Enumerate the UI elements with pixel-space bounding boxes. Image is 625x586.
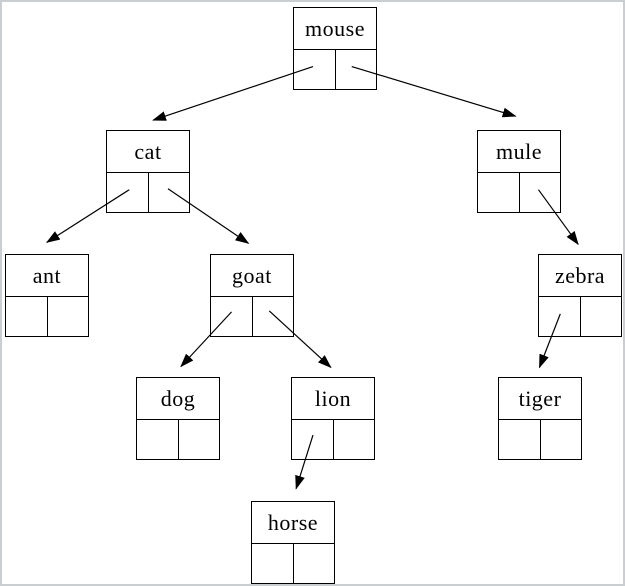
tree-node-label: horse [252, 502, 334, 544]
tree-node-ant: ant [5, 254, 89, 337]
tree-node-dog: dog [136, 377, 220, 460]
tree-node-lion: lion [291, 377, 375, 460]
mouse-left-pointer-cell [294, 50, 336, 89]
tree-node-pointer-cells [294, 50, 376, 89]
tree-node-cat: cat [106, 130, 190, 213]
tree-node-pointer-cells [107, 173, 189, 212]
mouse-right-pointer-cell [336, 50, 377, 89]
tree-node-label: cat [107, 131, 189, 173]
tree-node-pointer-cells [6, 297, 88, 336]
tree-node-pointer-cells [292, 420, 374, 459]
tree-node-label: dog [137, 378, 219, 420]
tiger-left-pointer-cell [499, 420, 541, 459]
horse-right-pointer-cell [294, 544, 335, 583]
tree-node-mule: mule [477, 130, 561, 213]
tree-node-pointer-cells [252, 544, 334, 583]
tree-node-zebra: zebra [538, 254, 622, 337]
zebra-left-pointer-cell [539, 297, 581, 336]
lion-left-pointer-cell [292, 420, 334, 459]
tiger-right-pointer-cell [541, 420, 582, 459]
tree-node-pointer-cells [211, 297, 293, 336]
tree-node-label: tiger [499, 378, 581, 420]
tree-node-pointer-cells [137, 420, 219, 459]
tree-node-label: mouse [294, 8, 376, 50]
goat-left-pointer-cell [211, 297, 253, 336]
tree-node-horse: horse [251, 501, 335, 584]
tree-node-label: lion [292, 378, 374, 420]
tree-node-pointer-cells [539, 297, 621, 336]
dog-left-pointer-cell [137, 420, 179, 459]
cat-right-pointer-cell [149, 173, 190, 212]
tree-node-label: ant [6, 255, 88, 297]
tree-node-label: zebra [539, 255, 621, 297]
tree-node-goat: goat [210, 254, 294, 337]
tree-node-pointer-cells [478, 173, 560, 212]
lion-right-pointer-cell [334, 420, 375, 459]
zebra-right-pointer-cell [581, 297, 622, 336]
tree-node-label: mule [478, 131, 560, 173]
dog-right-pointer-cell [179, 420, 220, 459]
tree-node-label: goat [211, 255, 293, 297]
tree-node-mouse: mouse [293, 7, 377, 90]
goat-right-pointer-cell [253, 297, 294, 336]
ant-right-pointer-cell [48, 297, 89, 336]
ant-left-pointer-cell [6, 297, 48, 336]
tree-node-pointer-cells [499, 420, 581, 459]
horse-left-pointer-cell [252, 544, 294, 583]
tree-node-tiger: tiger [498, 377, 582, 460]
mule-right-pointer-cell [520, 173, 561, 212]
mule-left-pointer-cell [478, 173, 520, 212]
cat-left-pointer-cell [107, 173, 149, 212]
